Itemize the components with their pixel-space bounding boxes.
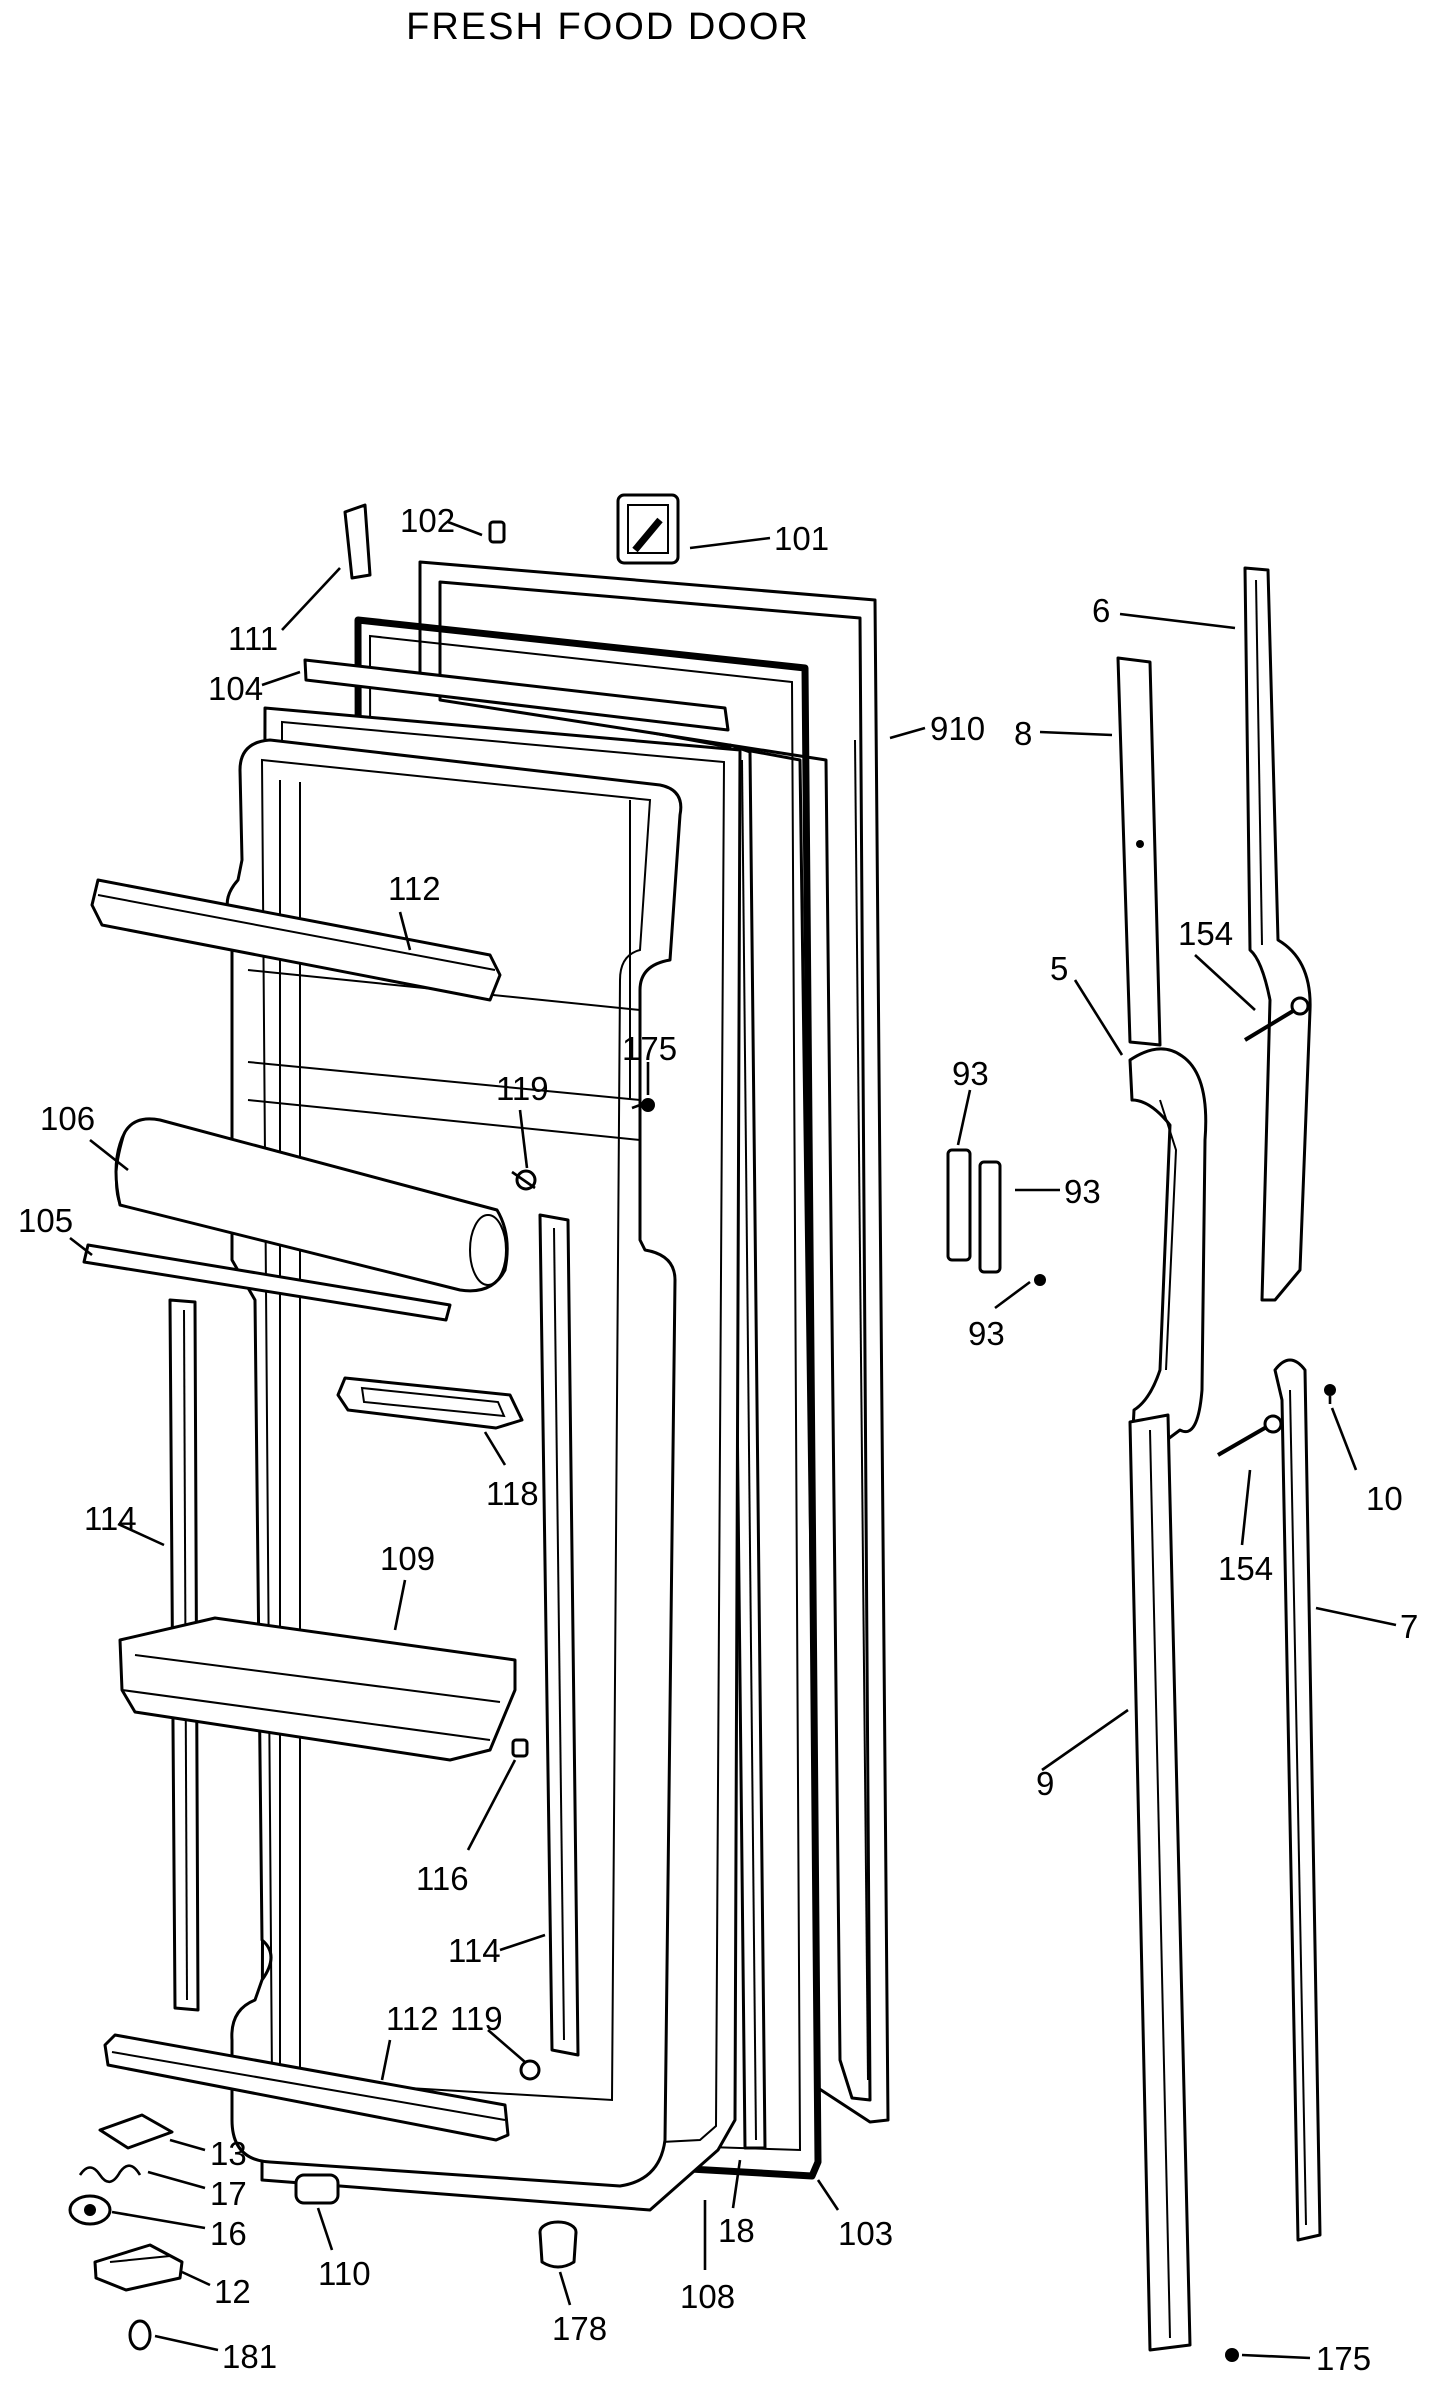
callout-17: 17	[210, 2175, 247, 2212]
callout-101: 101	[774, 520, 829, 557]
callout-104: 104	[208, 670, 263, 707]
callout-13: 13	[210, 2135, 247, 2172]
callout-7: 7	[1400, 1608, 1418, 1645]
screw-175-lower	[1225, 2348, 1239, 2362]
callout-114-upper: 114	[84, 1500, 137, 1537]
callout-106: 106	[40, 1100, 95, 1137]
door-bin	[118, 1616, 517, 1762]
top-trim-104	[303, 658, 730, 732]
callout-93-bottom: 93	[968, 1315, 1005, 1352]
stop-178	[538, 2220, 578, 2269]
callout-114-lower: 114	[448, 1932, 501, 1969]
callout-181: 181	[222, 2338, 277, 2375]
callout-6: 6	[1092, 592, 1110, 629]
callout-154-upper: 154	[1178, 915, 1233, 952]
stud-116	[511, 1738, 529, 1758]
pin-154-lower	[1217, 1414, 1283, 1457]
callout-10: 10	[1366, 1480, 1403, 1517]
leader-lines	[69, 520, 1397, 2360]
callout-178: 178	[552, 2310, 607, 2347]
callout-5: 5	[1050, 950, 1068, 987]
callout-112-upper: 112	[388, 870, 441, 907]
dairy-tray	[336, 1376, 524, 1430]
callout-112-lower: 112	[386, 2000, 439, 2037]
callout-118: 118	[486, 1475, 539, 1512]
callout-93-top: 93	[952, 1055, 989, 1092]
pin-154-upper	[1243, 996, 1310, 1042]
callout-110: 110	[318, 2255, 371, 2292]
handle-trim-7	[1273, 1358, 1322, 2242]
callout-12: 12	[214, 2273, 251, 2310]
screw-175-upper	[631, 1098, 655, 1112]
hinge-shim-13	[98, 2113, 174, 2150]
callout-175-lower: 175	[1316, 2340, 1371, 2377]
callout-116: 116	[416, 1860, 469, 1897]
callout-9: 9	[1036, 1765, 1054, 1802]
hinge-cover-101	[616, 493, 680, 565]
diagram-title: FRESH FOOD DOOR	[406, 6, 810, 48]
callout-18: 18	[718, 2212, 755, 2249]
handle-trim-9	[1128, 1413, 1192, 2352]
callout-175-upper: 175	[622, 1030, 677, 1067]
callout-108: 108	[680, 2278, 735, 2315]
hinge-bushing-16	[68, 2194, 112, 2226]
callout-8: 8	[1014, 715, 1032, 752]
callout-103: 103	[838, 2215, 893, 2252]
callout-109: 109	[380, 1540, 435, 1577]
hinge-bracket-12	[93, 2243, 184, 2292]
callout-111: 111	[228, 620, 278, 657]
handle-trim-8	[1116, 656, 1162, 1047]
handle-hinge-93	[946, 1148, 1046, 1286]
door-handle-5	[1128, 1047, 1208, 1462]
butter-compartment	[82, 1117, 509, 1322]
callout-93-mid: 93	[1064, 1173, 1101, 1210]
stud-119-lower	[519, 2059, 541, 2081]
callout-119-upper: 119	[496, 1070, 549, 1107]
callout-labels: 101 102 111 104 910 6 8 112 154 5 175 11…	[18, 502, 1418, 2377]
callout-119-lower: 119	[450, 2000, 503, 2037]
callout-102: 102	[400, 502, 455, 539]
screw-10	[1324, 1384, 1336, 1404]
cap-110	[294, 2173, 340, 2205]
stud-119-upper	[511, 1169, 537, 1191]
callout-910: 910	[930, 710, 985, 747]
callout-105: 105	[18, 1202, 73, 1239]
trim-111	[343, 503, 372, 580]
vertical-rail-right	[538, 1213, 580, 2057]
shelf-bar-upper	[90, 878, 502, 1002]
callout-154-lower: 154	[1218, 1550, 1273, 1587]
hinge-spring-17	[78, 2164, 142, 2184]
shelf-bar-lower	[103, 2033, 510, 2142]
handle-trim-6	[1243, 566, 1312, 1302]
screw-181	[128, 2319, 152, 2351]
callout-16: 16	[210, 2215, 247, 2252]
plug-102	[488, 520, 506, 544]
